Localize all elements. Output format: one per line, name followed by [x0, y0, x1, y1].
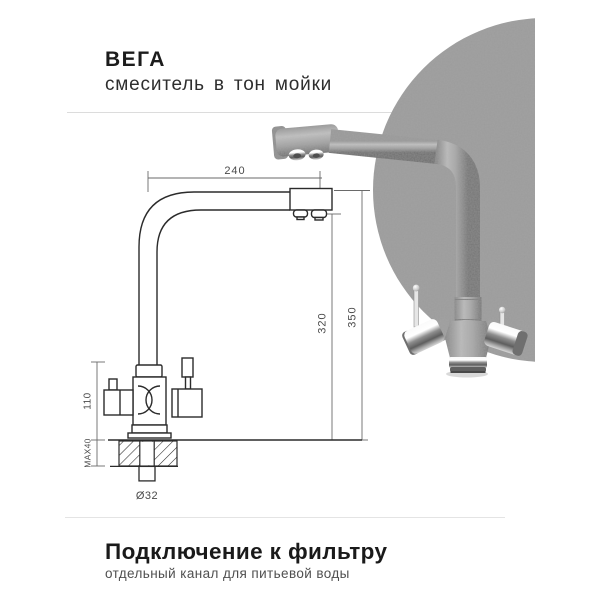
base-ring-edge: [450, 371, 486, 373]
body-column: [132, 376, 167, 426]
right-lever-ball: [499, 306, 506, 314]
right-handle-drawing: [171, 388, 203, 418]
product-photo: [271, 18, 535, 378]
spout-inner-line: [156, 209, 290, 365]
connection-subtitle: отдельный канал для питьевой воды: [105, 566, 350, 581]
faucet-spout-horizontal: [328, 129, 444, 165]
base-flange-drawing: [127, 432, 172, 439]
dimension-max40-label: MAX40: [83, 438, 93, 467]
chrome-parts: [288, 149, 528, 378]
product-title: ВЕГА: [105, 48, 166, 71]
shank-through-counter: [139, 441, 155, 466]
body-right-cheek: [145, 385, 161, 415]
faucet-body-photo: [445, 321, 491, 358]
photo-background-circle: [373, 18, 535, 362]
divider-bottom: [65, 517, 505, 518]
faucet-outline: [103, 187, 362, 441]
aerator-main-foot: [296, 216, 305, 221]
countertop-section: [110, 440, 178, 482]
spout-outer-line: [138, 191, 290, 365]
faucet-spout-vertical: [433, 139, 480, 334]
body-left-cheek: [137, 385, 153, 415]
product-subtitle: смеситель в тон мойки: [105, 74, 333, 95]
left-handle-photo: [402, 319, 445, 355]
faucet-head-photo: [271, 124, 340, 160]
connection-title: Подключение к фильтру: [105, 539, 388, 564]
right-lever-drawing: [181, 357, 194, 378]
base-ring-dark: [450, 367, 486, 372]
left-lever-drawing: [108, 378, 118, 391]
base-ring-drawing: [131, 424, 168, 434]
aerators-photo: [288, 149, 324, 161]
threaded-shank: [138, 465, 156, 482]
right-handle-photo: [484, 322, 528, 356]
dimension-240-label: 240: [224, 165, 245, 177]
left-handle-drawing: [103, 389, 134, 416]
right-lever-stem: [184, 376, 192, 390]
spout-head: [289, 187, 333, 211]
dimension-diameter-label: Ø32: [136, 490, 158, 502]
technical-drawing: 240 320 350 110 MAX40 Ø32: [83, 165, 370, 502]
dimension-320-label: 320: [317, 312, 329, 333]
base-ring-photo: [449, 357, 487, 368]
body-collar: [135, 364, 163, 378]
left-lever-ball: [412, 284, 420, 292]
dimension-110-label: 110: [83, 392, 94, 409]
aerator-drinking-foot: [314, 216, 324, 221]
divider-top: [67, 112, 533, 113]
faucet-collar: [454, 297, 482, 322]
speckled-parts: [271, 18, 535, 362]
dimension-350-label: 350: [347, 306, 359, 327]
left-lever-photo: [413, 286, 419, 328]
dimension-lines: [91, 171, 370, 467]
